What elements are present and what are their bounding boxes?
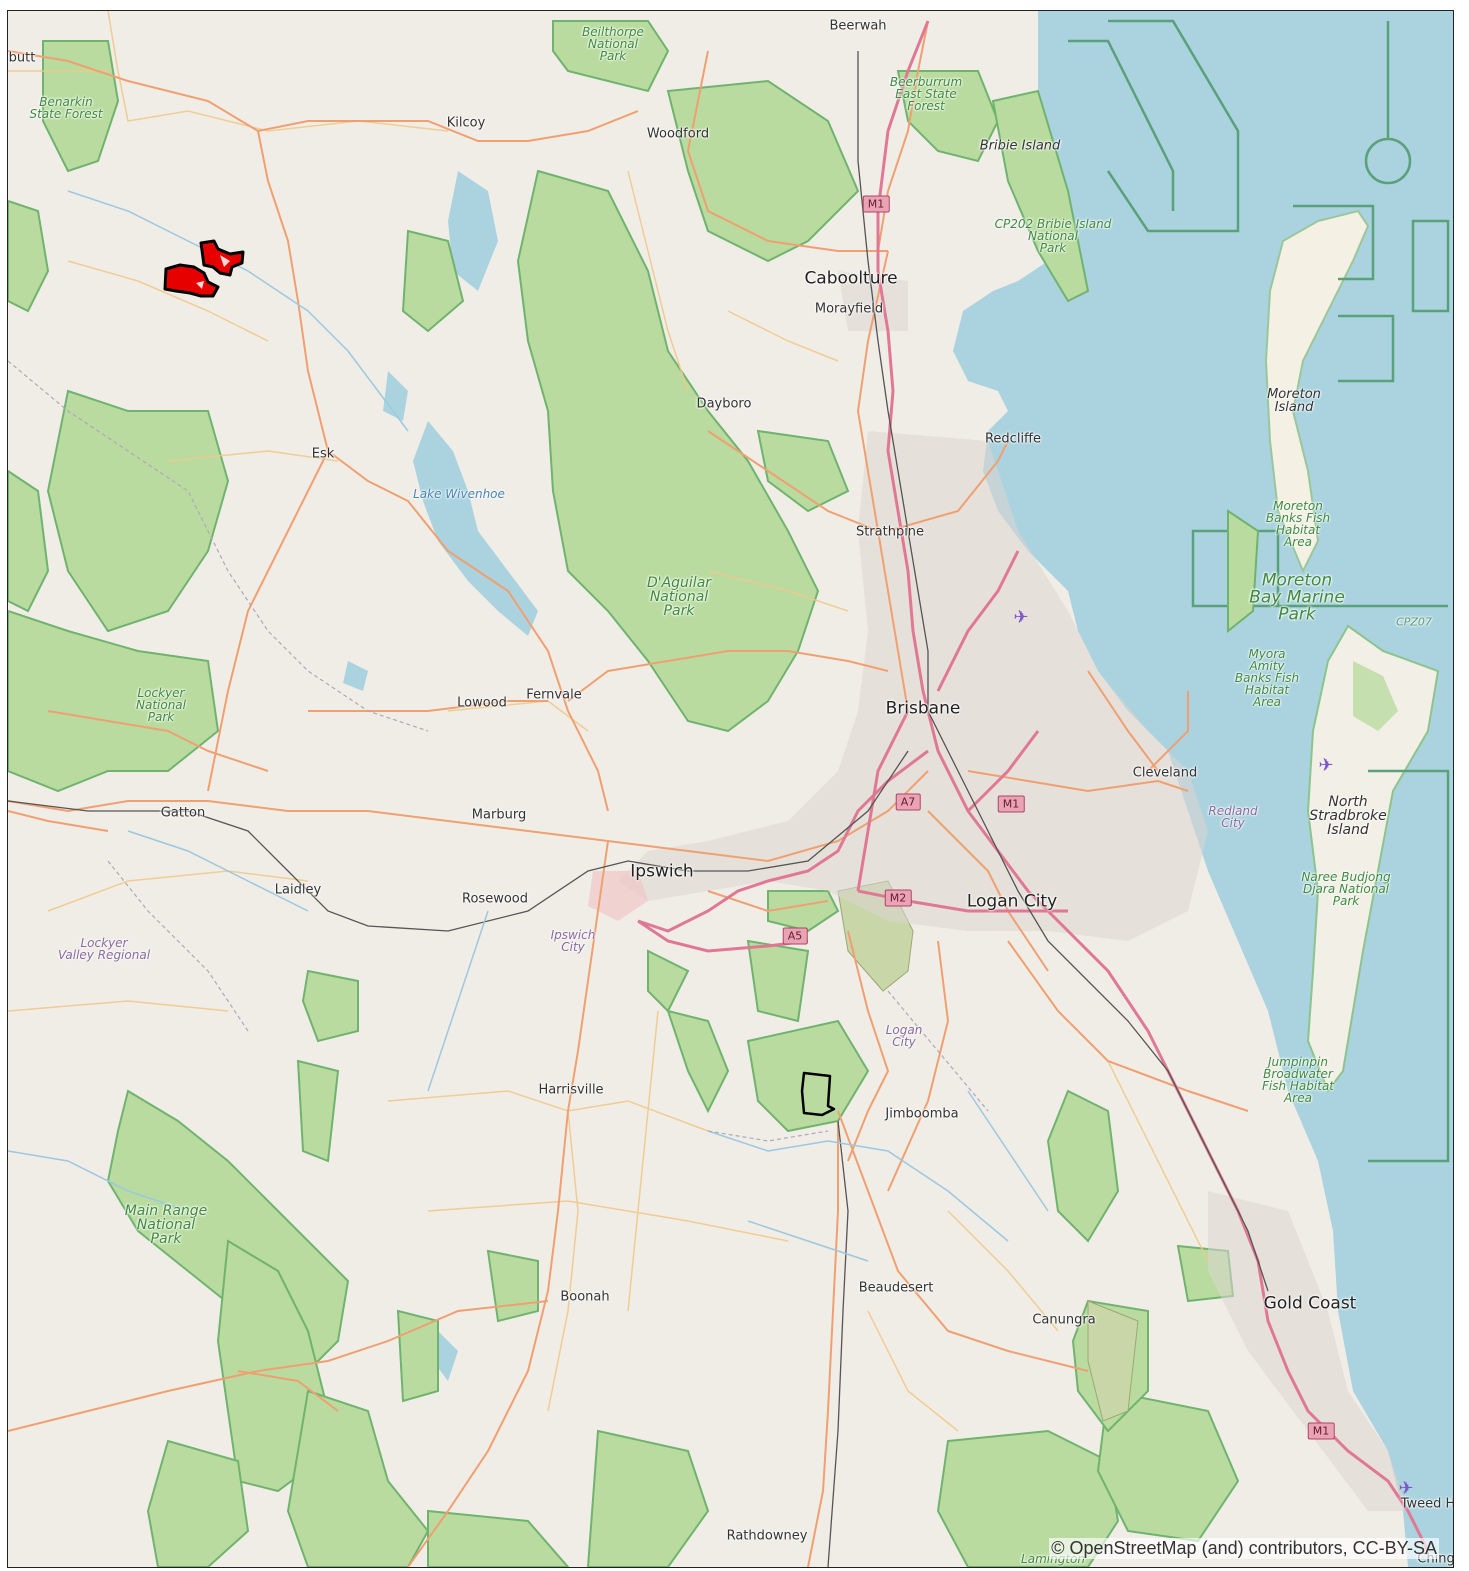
urban-areas [618, 271, 1408, 1511]
label-rathdowney: Rathdowney [726, 1528, 808, 1544]
label-logan-city-lga: Logan City [885, 1023, 923, 1049]
label-moreton-banks: Moreton Banks Fish Habitat Area [1265, 499, 1331, 549]
label-laidley: Laidley [274, 882, 322, 898]
label-daguilar-np: D'Aguilar National Park [646, 575, 712, 619]
airport-icon: ✈ [1398, 1478, 1414, 1499]
rivers [8, 190, 1049, 1262]
outlined-area-south [800, 1071, 836, 1117]
lakes [343, 171, 1168, 1381]
north-stradbroke-forest [1353, 661, 1398, 731]
label-redland-city: Redland City [1208, 804, 1258, 830]
label-marburg: Marburg [471, 807, 527, 823]
label-lake-wivenhoe: Lake Wivenhoe [413, 487, 505, 501]
admin-boundaries [8, 360, 989, 1142]
label-jumpinpin: Jumpinpin Broadwater Fish Habitat Area [1262, 1055, 1334, 1105]
reserve-grey-2 [1087, 1300, 1139, 1422]
label-gatton: Gatton [160, 805, 206, 821]
label-bribie-island: Bribie Island [979, 138, 1061, 154]
label-lowood: Lowood [457, 695, 507, 711]
label-harrisville: Harrisville [538, 1082, 604, 1098]
label-naree-budjong: Naree Budjong Djara National Park [1301, 870, 1391, 908]
label-redcliffe: Redcliffe [984, 431, 1042, 447]
label-beerwah: Beerwah [829, 18, 887, 34]
airport-icon: ✈ [1318, 755, 1334, 776]
label-beilthorpe-np: Beilthorpe National Park [582, 25, 644, 63]
label-logan-city: Logan City [966, 891, 1058, 912]
moreton-island [1264, 209, 1370, 574]
label-tweed: Tweed H [1400, 1496, 1454, 1512]
road-shield-a7: A7 [895, 793, 921, 811]
label-moreton-island: Moreton Island [1267, 387, 1321, 415]
road-shield-m1-north: M1 [862, 195, 890, 213]
label-caboolture: Caboolture [804, 268, 898, 289]
airport-icon: ✈ [1013, 607, 1029, 628]
label-ipswich-city-lga: Ipswich City [550, 928, 596, 954]
north-stradbroke-island [1306, 624, 1440, 1094]
highlight-polygons-red [163, 239, 245, 298]
label-boonah: Boonah [560, 1289, 610, 1305]
red-area-south [163, 263, 220, 298]
label-bribie-np: CP202 Bribie Island National Park [994, 217, 1112, 255]
label-benarkin-forest: Benarkin State Forest [29, 95, 103, 121]
label-brisbane: Brisbane [885, 698, 961, 719]
label-kilcoy: Kilcoy [446, 115, 486, 131]
label-lockyer-valley: Lockyer Valley Regional [57, 936, 151, 962]
label-dayboro: Dayboro [696, 396, 752, 412]
label-main-range-np: Main Range National Park [124, 1203, 208, 1247]
label-woodford: Woodford [646, 126, 710, 142]
marine-zones [1068, 19, 1450, 1163]
label-fernvale: Fernvale [526, 687, 582, 703]
parks [8, 20, 1260, 1567]
label-butt: butt [8, 50, 36, 66]
moreton-bay-water [953, 11, 1453, 1567]
label-ipswich: Ipswich [630, 861, 694, 882]
minor-roads [8, 11, 1209, 1432]
label-north-stradbroke: North Stradbroke Island [1309, 794, 1387, 838]
label-strathpine: Strathpine [855, 524, 925, 540]
label-cleveland: Cleveland [1132, 765, 1198, 781]
label-moreton-bay-marine-park: Moreton Bay Marine Park [1249, 570, 1345, 625]
basemap [8, 11, 1453, 1567]
motorways [637, 20, 1430, 1552]
label-lockyer-np: Lockyer National Park [135, 686, 187, 724]
label-esk: Esk [311, 446, 335, 462]
label-beaudesert: Beaudesert [858, 1280, 934, 1296]
road-shield-m2: M2 [884, 889, 912, 907]
road-shield-a5: A5 [782, 927, 808, 945]
label-rosewood: Rosewood [462, 891, 528, 907]
road-shield-m1-gold-coast: M1 [1307, 1422, 1335, 1440]
label-canungra: Canungra [1032, 1312, 1096, 1328]
map-attribution: © OpenStreetMap (and) contributors, CC-B… [1049, 1538, 1439, 1559]
highlight-red-inner-gaps [196, 255, 230, 289]
label-cpz07: CPZ07 [1396, 615, 1432, 629]
label-myora-amity: Myora Amity Banks Fish Habitat Area [1234, 647, 1300, 709]
label-beerburrum-forest: Beerburrum East State Forest [889, 75, 963, 113]
label-jimboomba: Jimboomba [885, 1106, 959, 1122]
primary-roads [8, 20, 1249, 1567]
road-shield-m1-brisbane: M1 [997, 795, 1025, 813]
label-gold-coast: Gold Coast [1263, 1293, 1357, 1314]
ipswich-cbd [588, 871, 648, 921]
map-canvas[interactable]: Beerwah Beerburrum East State Forest Bei… [7, 10, 1454, 1568]
label-morayfield: Morayfield [814, 301, 884, 317]
